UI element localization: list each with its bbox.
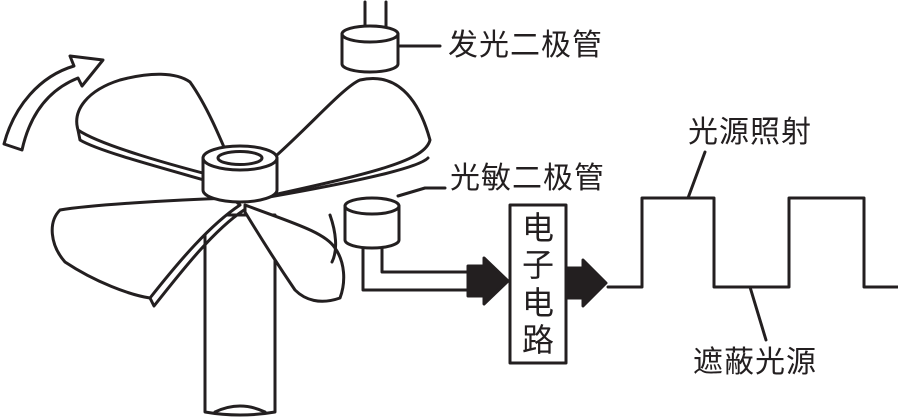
light-on-leader-line [686, 150, 707, 200]
fan-blade-right [238, 77, 432, 202]
fan-blade-bottom-right [243, 203, 346, 303]
circuit-label-char: 电 [521, 209, 554, 247]
electronic-circuit-box [508, 203, 568, 365]
shaft [203, 213, 277, 417]
wire-outer [361, 247, 470, 292]
circuit-label-char: 子 [521, 246, 554, 284]
photodiode-body [343, 204, 401, 250]
wire-inner [380, 247, 470, 274]
photodiode-label: 光敏二极管 [450, 161, 605, 196]
output-arrow-icon [564, 258, 608, 308]
led-body [340, 32, 400, 74]
light-on-label: 光源照射 [688, 115, 812, 150]
circuit-label-char: 路 [521, 321, 554, 359]
fan-blade-top-left [75, 72, 242, 187]
square-wave [606, 196, 898, 289]
fan-blade-bottom-left [50, 196, 242, 300]
light-blocked-label: 遮蔽光源 [693, 345, 817, 380]
led-label: 发光二极管 [448, 28, 603, 63]
input-arrow-icon [466, 256, 510, 306]
circuit-label-char: 电 [521, 284, 554, 322]
light-blocked-leader-line [748, 285, 768, 342]
photodiode-leader-line [396, 186, 447, 198]
rotation-arrow-icon [2, 54, 105, 152]
